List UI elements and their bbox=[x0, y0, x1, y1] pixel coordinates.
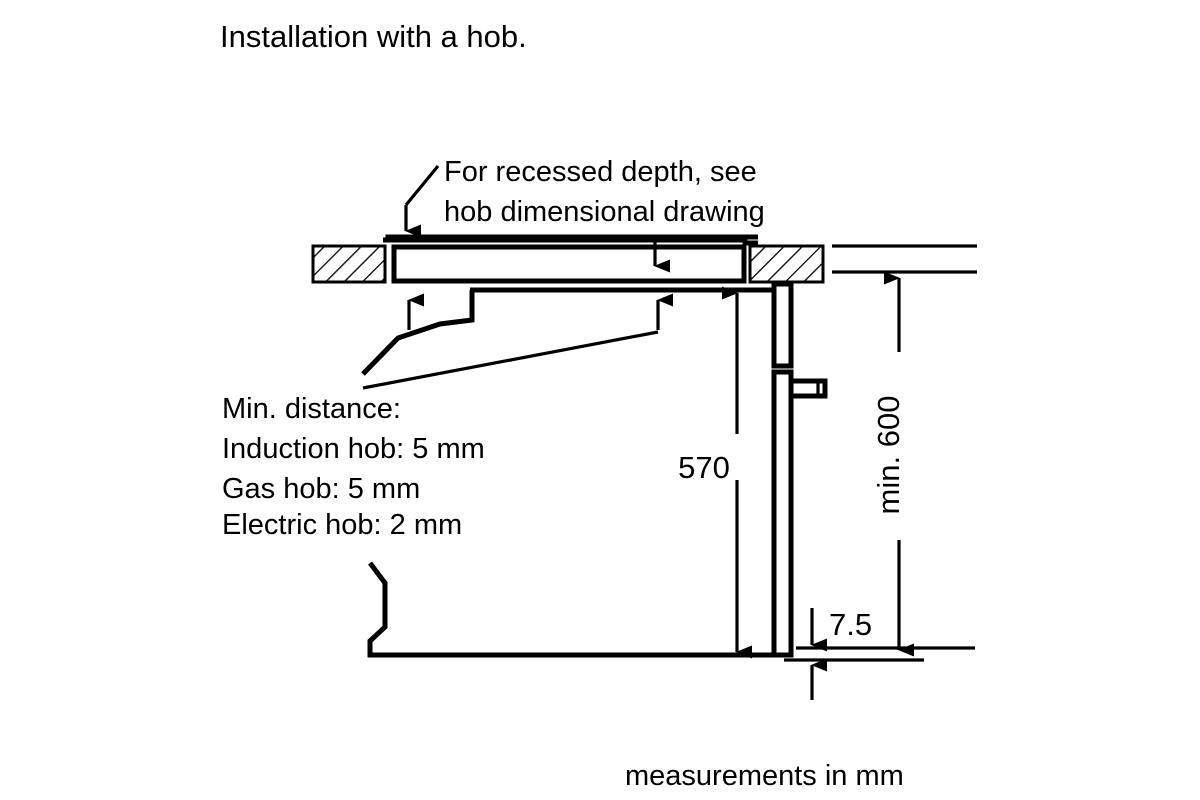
oven-handle bbox=[791, 378, 828, 399]
min-distance-induction: Induction hob: 5 mm bbox=[222, 433, 485, 465]
recessed-depth-line1: For recessed depth, see bbox=[444, 156, 757, 188]
oven-door-front bbox=[771, 369, 794, 658]
oven-height-label: 570 bbox=[678, 450, 730, 485]
min-distance-leader-1 bbox=[362, 330, 659, 390]
niche-height-label: min. 600 bbox=[871, 396, 906, 515]
page-title: Installation with a hob. bbox=[220, 19, 527, 54]
worktop-right-hatched bbox=[748, 244, 825, 284]
footer-units-note: measurements in mm bbox=[625, 760, 904, 792]
hob-body-outline bbox=[391, 244, 747, 284]
min-distance-gas: Gas hob: 5 mm bbox=[222, 473, 420, 505]
gap-label: 7.5 bbox=[829, 607, 872, 642]
hob-top-rim bbox=[385, 234, 758, 241]
oven-top-left-profile bbox=[361, 290, 475, 376]
oven-control-panel bbox=[771, 281, 794, 369]
min-distance-heading: Min. distance: bbox=[222, 393, 401, 425]
min-distance-electric: Electric hob: 2 mm bbox=[222, 509, 462, 541]
recessed-depth-leader bbox=[404, 164, 440, 207]
oven-body-bottom-profile bbox=[367, 561, 776, 658]
hob-top-flange bbox=[383, 237, 758, 246]
worktop-left-hatched bbox=[311, 244, 387, 284]
recessed-depth-line2: hob dimensional drawing bbox=[444, 196, 765, 228]
